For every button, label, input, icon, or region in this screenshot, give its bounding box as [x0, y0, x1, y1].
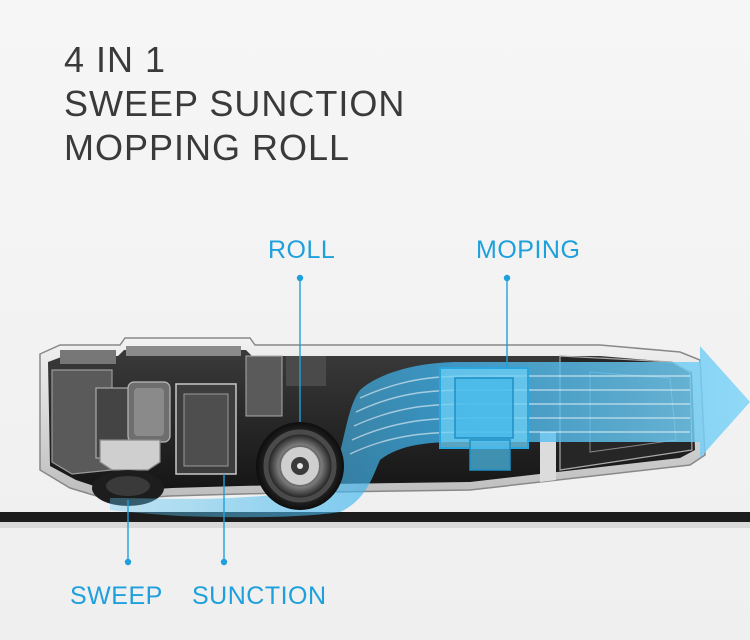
callout-sunction: SUNCTION	[192, 582, 327, 610]
headline-line-1: 4 IN 1	[64, 39, 167, 80]
mop-module	[439, 367, 529, 471]
callout-moping: MOPING	[476, 236, 581, 264]
floor-line	[0, 512, 750, 522]
headline-line-3: MOPPING ROLL	[64, 127, 351, 168]
leader-lines	[124, 274, 511, 566]
roller-wheel	[256, 422, 344, 510]
headline-line-2: SWEEP SUNCTION	[64, 83, 406, 124]
callout-roll: ROLL	[268, 236, 336, 264]
headline: 4 IN 1 SWEEP SUNCTION MOPPING ROLL	[64, 38, 405, 170]
floor-shadow	[0, 522, 750, 528]
airflow-arrow	[110, 346, 750, 518]
callout-sweep: SWEEP	[70, 582, 163, 610]
